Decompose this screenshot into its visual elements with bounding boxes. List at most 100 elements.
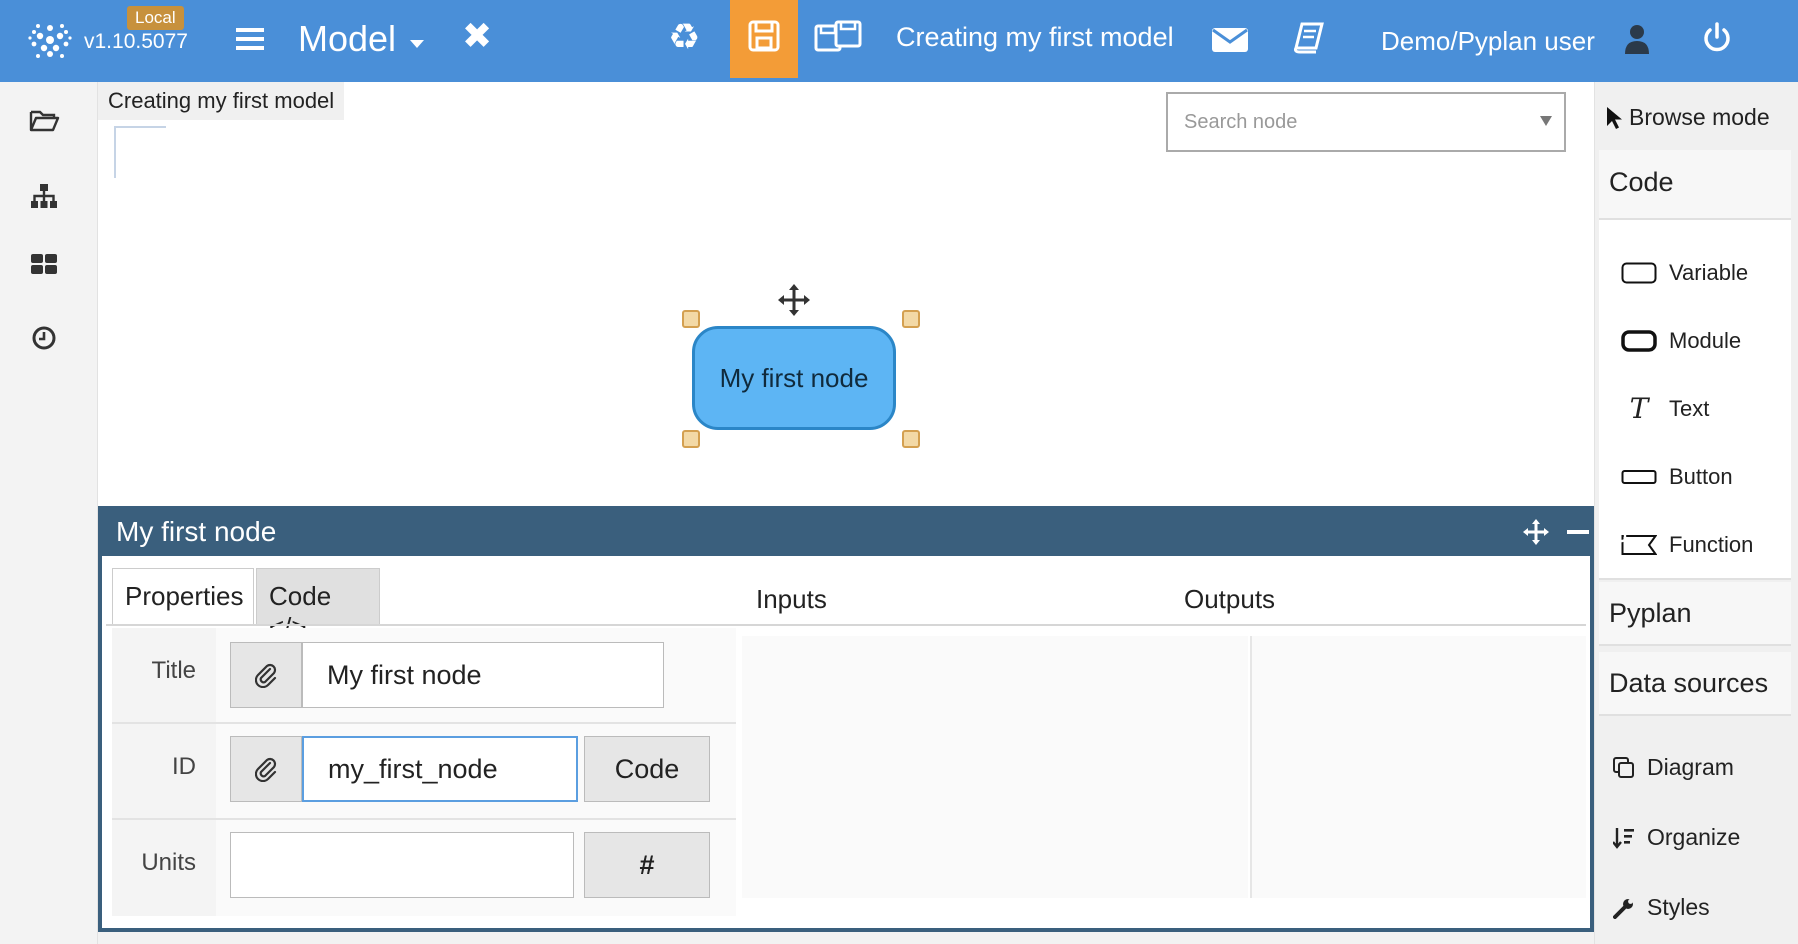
resize-handle[interactable] xyxy=(902,430,920,448)
model-menu-button[interactable]: Model xyxy=(298,18,397,59)
module-label: Module xyxy=(1669,328,1742,353)
variable-tool[interactable]: Variable xyxy=(1621,260,1748,286)
search-node-select[interactable] xyxy=(1166,92,1566,152)
paperclip-icon xyxy=(255,757,277,782)
id-attach-button[interactable] xyxy=(230,736,302,802)
close-model-icon[interactable]: ✖ xyxy=(462,15,493,56)
title-row-label: Title xyxy=(112,628,216,724)
text-tool[interactable]: T Text xyxy=(1621,392,1710,425)
tab-properties[interactable]: Properties xyxy=(112,568,254,624)
units-format-button[interactable]: # xyxy=(584,832,710,898)
save-icon xyxy=(748,20,780,52)
version-label: v1.10.5077 xyxy=(84,30,188,53)
title-field[interactable]: My first node xyxy=(302,642,664,708)
cursor-arrow-icon xyxy=(1607,106,1622,129)
move-panel-icon[interactable] xyxy=(1522,518,1550,546)
breadcrumb[interactable]: Creating my first model xyxy=(98,82,345,120)
code-section-header[interactable]: Code xyxy=(1599,150,1791,220)
environment-badge: Local xyxy=(127,6,184,30)
left-sidebar xyxy=(0,82,98,944)
dashboard-grid-icon[interactable] xyxy=(28,248,60,280)
inputs-header: Inputs xyxy=(756,584,827,614)
row-divider xyxy=(112,818,736,820)
folder-open-icon[interactable] xyxy=(28,104,60,136)
organize-label: Organize xyxy=(1647,824,1741,850)
function-tool[interactable]: Function xyxy=(1621,532,1753,558)
button-tool[interactable]: Button xyxy=(1621,464,1733,490)
button-label: Button xyxy=(1669,464,1733,489)
clock-icon[interactable] xyxy=(28,322,60,354)
organize-tool[interactable]: Organize xyxy=(1613,824,1740,851)
save-as-icon[interactable] xyxy=(814,20,864,54)
styles-label: Styles xyxy=(1647,894,1710,920)
minimize-icon[interactable] xyxy=(1566,518,1590,546)
resize-handle[interactable] xyxy=(902,310,920,328)
model-name-label: Creating my first model xyxy=(896,22,1174,52)
outputs-list xyxy=(1252,636,1586,898)
variable-label: Variable xyxy=(1669,260,1749,285)
column-divider xyxy=(1250,636,1252,898)
variable-shape-icon xyxy=(1621,262,1657,284)
text-label: Text xyxy=(1669,396,1710,421)
units-row-label: Units xyxy=(112,820,216,916)
title-row-cell: My first node xyxy=(216,628,736,724)
id-row-cell: my_first_node Code xyxy=(216,724,736,820)
function-label: Function xyxy=(1669,532,1754,557)
wrench-icon xyxy=(1613,898,1633,919)
menu-icon[interactable] xyxy=(236,24,264,54)
id-field[interactable]: my_first_node xyxy=(302,736,578,802)
mail-icon[interactable] xyxy=(1212,26,1248,54)
browse-mode-button[interactable]: Browse mode xyxy=(1605,104,1770,131)
sitemap-icon[interactable] xyxy=(28,180,60,212)
move-arrows-icon[interactable] xyxy=(776,282,812,318)
diagram-node[interactable]: My first node xyxy=(692,326,896,430)
node-properties-panel: My first node Properties Code </> Inputs… xyxy=(98,506,1627,932)
canvas-guide xyxy=(114,126,116,178)
book-icon[interactable] xyxy=(1294,22,1324,54)
properties-table: Title My first node ID my_first_node Cod… xyxy=(112,628,736,918)
user-name-label[interactable]: Demo/Pyplan user xyxy=(1381,26,1595,56)
tab-divider xyxy=(106,624,1586,626)
module-shape-icon xyxy=(1621,330,1657,352)
button-shape-icon xyxy=(1621,470,1657,484)
browse-mode-label: Browse mode xyxy=(1629,104,1770,130)
module-tool[interactable]: Module xyxy=(1621,328,1741,354)
text-t-icon: T xyxy=(1629,392,1649,425)
resize-handle[interactable] xyxy=(682,430,700,448)
row-divider xyxy=(112,722,736,724)
paperclip-icon xyxy=(255,663,277,688)
maximize-icon[interactable] xyxy=(1604,518,1628,546)
title-attach-button[interactable] xyxy=(230,642,302,708)
right-toolbox-panel: Browse mode Code Variable Module T Text … xyxy=(1594,82,1798,944)
top-toolbar: Local v1.10.5077 Model ✖ ♻ Creating my f… xyxy=(0,0,1798,82)
code-button[interactable]: Code xyxy=(584,736,710,802)
function-shape-icon xyxy=(1621,535,1657,555)
diagram-canvas[interactable]: Creating my first model My first node xyxy=(98,82,1594,506)
diagram-tool[interactable]: Diagram xyxy=(1613,754,1734,781)
caret-down-icon[interactable] xyxy=(410,40,424,48)
node-panel-header[interactable]: My first node xyxy=(102,506,1627,556)
units-field[interactable] xyxy=(230,832,574,898)
search-node-input[interactable] xyxy=(1168,94,1528,150)
user-icon[interactable] xyxy=(1624,24,1650,54)
pyplan-logo-icon[interactable] xyxy=(26,16,74,64)
sort-icon xyxy=(1613,827,1634,849)
diagram-label: Diagram xyxy=(1647,754,1734,780)
copy-diagram-icon xyxy=(1613,756,1634,778)
canvas-guide xyxy=(116,126,166,128)
power-icon[interactable] xyxy=(1702,22,1732,54)
dropdown-arrow-icon[interactable] xyxy=(1540,116,1552,126)
recycle-icon[interactable]: ♻ xyxy=(668,16,701,57)
save-button[interactable] xyxy=(730,0,798,78)
tab-code[interactable]: Code </> xyxy=(256,568,380,642)
id-row-label: ID xyxy=(112,724,216,820)
node-panel-title: My first node xyxy=(116,516,277,547)
data-sources-section-header[interactable]: Data sources xyxy=(1599,652,1791,716)
units-row-cell: # xyxy=(216,820,736,916)
resize-handle[interactable] xyxy=(682,310,700,328)
inputs-list xyxy=(742,636,1248,898)
code-element-list: Variable Module T Text Button Function xyxy=(1599,220,1791,580)
pyplan-section-header[interactable]: Pyplan xyxy=(1599,582,1791,646)
styles-tool[interactable]: Styles xyxy=(1613,894,1710,921)
outputs-header: Outputs xyxy=(1184,584,1276,614)
